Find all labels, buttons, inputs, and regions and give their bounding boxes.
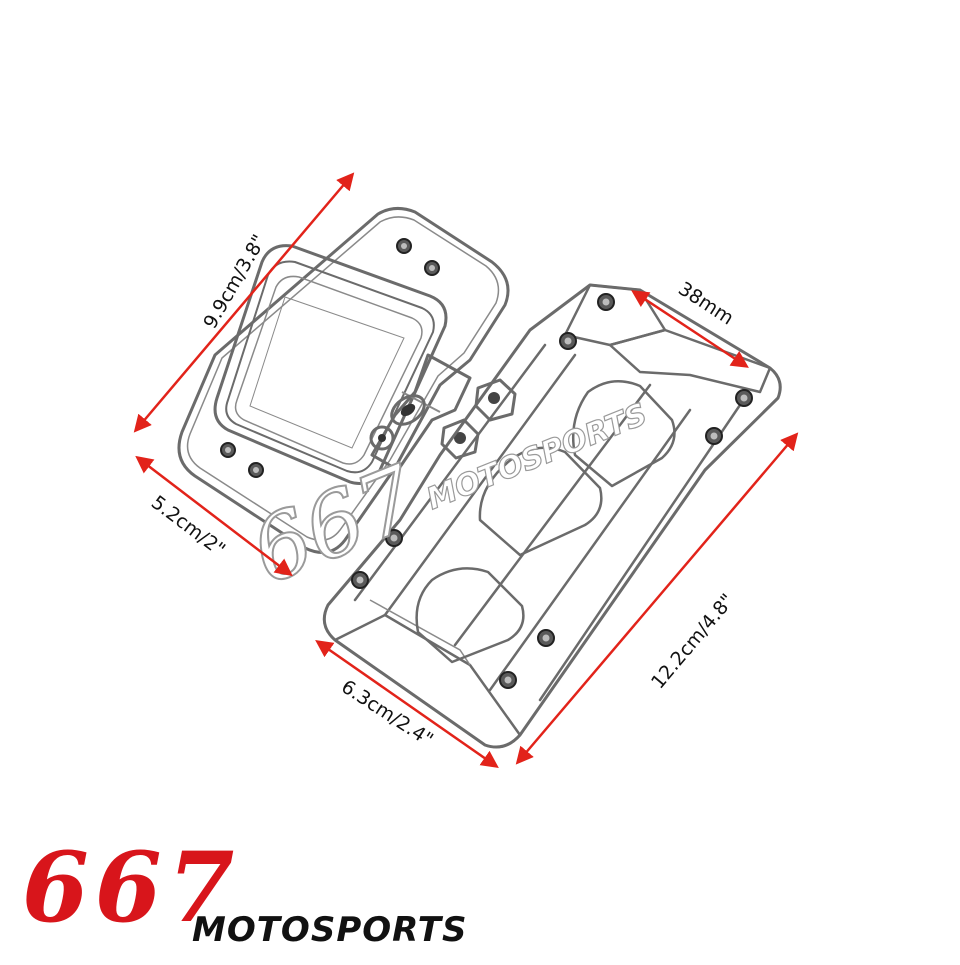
watermark-number: 667 (237, 446, 431, 604)
clamp-hole (705, 427, 723, 445)
dimension-label: 12.2cm/4.8" (647, 590, 739, 693)
plate-hole (248, 462, 264, 478)
plate-hole (396, 238, 412, 254)
clamp-hole (559, 332, 577, 350)
clamp-hole (385, 529, 403, 547)
clamp-hole (735, 389, 753, 407)
plate-hole (424, 260, 440, 276)
dimension-width-bottom: 6.3cm/2.4" (315, 639, 499, 769)
dimension-height-left: 9.9cm/3.8" (133, 172, 355, 433)
clamp-hole (351, 571, 369, 589)
clamp-hole (537, 629, 555, 647)
dimension-length-right: 12.2cm/4.8" (515, 432, 799, 765)
brand-logo-number: 667 (22, 831, 241, 944)
plate-hole (220, 442, 236, 458)
dimension-label: 38mm (674, 278, 737, 330)
clamp-hole (499, 671, 517, 689)
brand-logo-name: MOTOSPORTS (192, 910, 468, 950)
clamp-hole (597, 293, 615, 311)
bolt-head (474, 378, 517, 422)
dimension-label: 5.2cm/2" (147, 491, 229, 561)
watermark: 667 MOTOSPORTS (236, 396, 652, 605)
